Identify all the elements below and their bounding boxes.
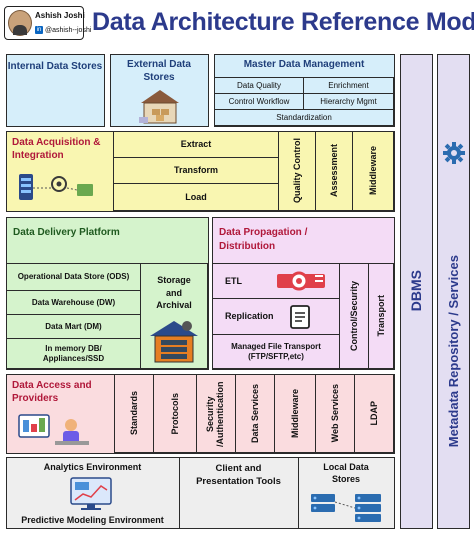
replication-label: Replication: [225, 311, 274, 322]
external-data-stores: External Data Stores: [110, 54, 209, 127]
metadata-label: Metadata Repository / Services: [445, 254, 461, 448]
data-access-icon: [18, 414, 89, 445]
etl-label: ETL: [225, 275, 242, 286]
author-badge: Ashish Joshi in@ashish--joshi: [4, 6, 91, 40]
page-title: Data Architecture Reference Model: [92, 7, 474, 36]
control-security-label: Control/Security: [348, 280, 359, 351]
hierarchy-mgmt-cell: Hierarchy Mgmt: [303, 93, 394, 110]
master-data-management: Master Data Management Data Quality Enri…: [214, 54, 395, 127]
data-services-label: Data Services: [249, 383, 260, 444]
warehouse-icon: [139, 90, 179, 124]
access-title: Data Access and Providers: [12, 380, 92, 404]
access-col-web-services: Web Services: [315, 374, 355, 453]
propagation-title: Data Propagation / Distribution: [219, 227, 308, 252]
analytics-icon: [70, 477, 112, 510]
web-services-label: Web Services: [329, 384, 340, 443]
storage-archival-label: Storage and Archival: [156, 275, 192, 311]
document-icon: [290, 305, 310, 329]
server-rack-icon: [311, 494, 381, 522]
middleware-label: Middleware: [289, 388, 300, 438]
gear-icon: [443, 142, 465, 164]
transport-column: Transport: [368, 263, 394, 369]
data-delivery-platform: Data Delivery Platform Operational Data …: [6, 217, 209, 370]
internal-data-stores-label: Internal Data Stores: [7, 61, 103, 72]
data-quality-cell: Data Quality: [214, 77, 304, 94]
access-col-protocols: Protocols: [153, 374, 197, 453]
local-title: Local Data Stores: [323, 462, 369, 484]
metadata-repository-column: Metadata Repository / Services: [437, 54, 470, 529]
quality-control-column: Quality Control: [278, 131, 316, 211]
middleware-column: Middleware: [352, 131, 394, 211]
mdm-title: Master Data Management: [243, 59, 365, 70]
analytics-title: Analytics Environment: [43, 462, 142, 472]
control-security-column: Control/Security: [339, 263, 369, 369]
delivery-title: Data Delivery Platform: [13, 227, 120, 238]
control-workflow-cell: Control Workflow: [214, 93, 304, 110]
dbms-column: DBMS: [400, 54, 433, 529]
transform-cell: Transform: [113, 157, 279, 184]
access-col-security: Security /Authentication: [196, 374, 236, 453]
linkedin-icon: in: [35, 26, 43, 34]
avatar: [8, 10, 32, 36]
dm-cell: Data Mart (DM): [6, 314, 141, 339]
extract-cell: Extract: [113, 131, 279, 158]
security-authentication-label: Security /Authentication: [205, 380, 225, 447]
standards-label: Standards: [128, 391, 139, 436]
acquisition-title: Data Acquisition & Integration: [12, 137, 101, 161]
quality-control-label: Quality Control: [291, 138, 302, 204]
data-access-providers: Data Access and Providers Standards Prot…: [6, 374, 395, 454]
load-cell: Load: [113, 183, 279, 211]
data-acquisition-integration: Data Acquisition & Integration Extract T…: [6, 131, 395, 212]
local-data-stores: Local Data Stores: [298, 457, 395, 529]
server-house-icon: [150, 321, 198, 363]
author-handle-text: @ashish--joshi: [45, 26, 92, 34]
external-data-stores-label: External Data Stores: [127, 59, 191, 83]
transport-label: Transport: [375, 295, 386, 337]
storage-archival-cell: Storage and Archival: [140, 263, 208, 369]
client-title: Client and Presentation Tools: [196, 463, 281, 487]
data-propagation-distribution: Data Propagation / Distribution ETL Repl…: [212, 217, 395, 370]
etl-gear-icon: [277, 271, 325, 291]
ods-cell: Operational Data Store (ODS): [6, 263, 141, 291]
standardization-cell: Standardization: [214, 109, 394, 126]
predictive-title: Predictive Modeling Environment: [21, 515, 164, 525]
mft-cell: Managed File Transport (FTP/SFTP,etc): [212, 334, 340, 369]
client-presentation-tools: Client and Presentation Tools: [179, 457, 299, 529]
enrichment-cell: Enrichment: [303, 77, 394, 94]
integration-icon: [19, 174, 93, 200]
middleware-label: Middleware: [367, 146, 378, 196]
internal-data-stores: Internal Data Stores: [6, 54, 105, 127]
author-handle: in@ashish--joshi: [35, 26, 91, 34]
author-name: Ashish Joshi: [35, 11, 85, 20]
inmemory-cell: In memory DB/ Appliances/SSD: [6, 338, 141, 369]
ldap-label: LDAP: [368, 401, 379, 426]
dw-cell: Data Warehouse (DW): [6, 290, 141, 315]
access-col-data-services: Data Services: [235, 374, 275, 453]
dbms-label: DBMS: [408, 270, 424, 312]
assessment-column: Assessment: [315, 131, 353, 211]
protocols-label: Protocols: [169, 392, 180, 435]
replication-cell: Replication: [212, 298, 340, 335]
access-col-standards: Standards: [114, 374, 154, 453]
access-col-ldap: LDAP: [354, 374, 394, 453]
assessment-label: Assessment: [328, 144, 339, 198]
access-col-middleware: Middleware: [274, 374, 316, 453]
analytics-environment: Analytics Environment Predictive Modelin…: [6, 457, 180, 529]
